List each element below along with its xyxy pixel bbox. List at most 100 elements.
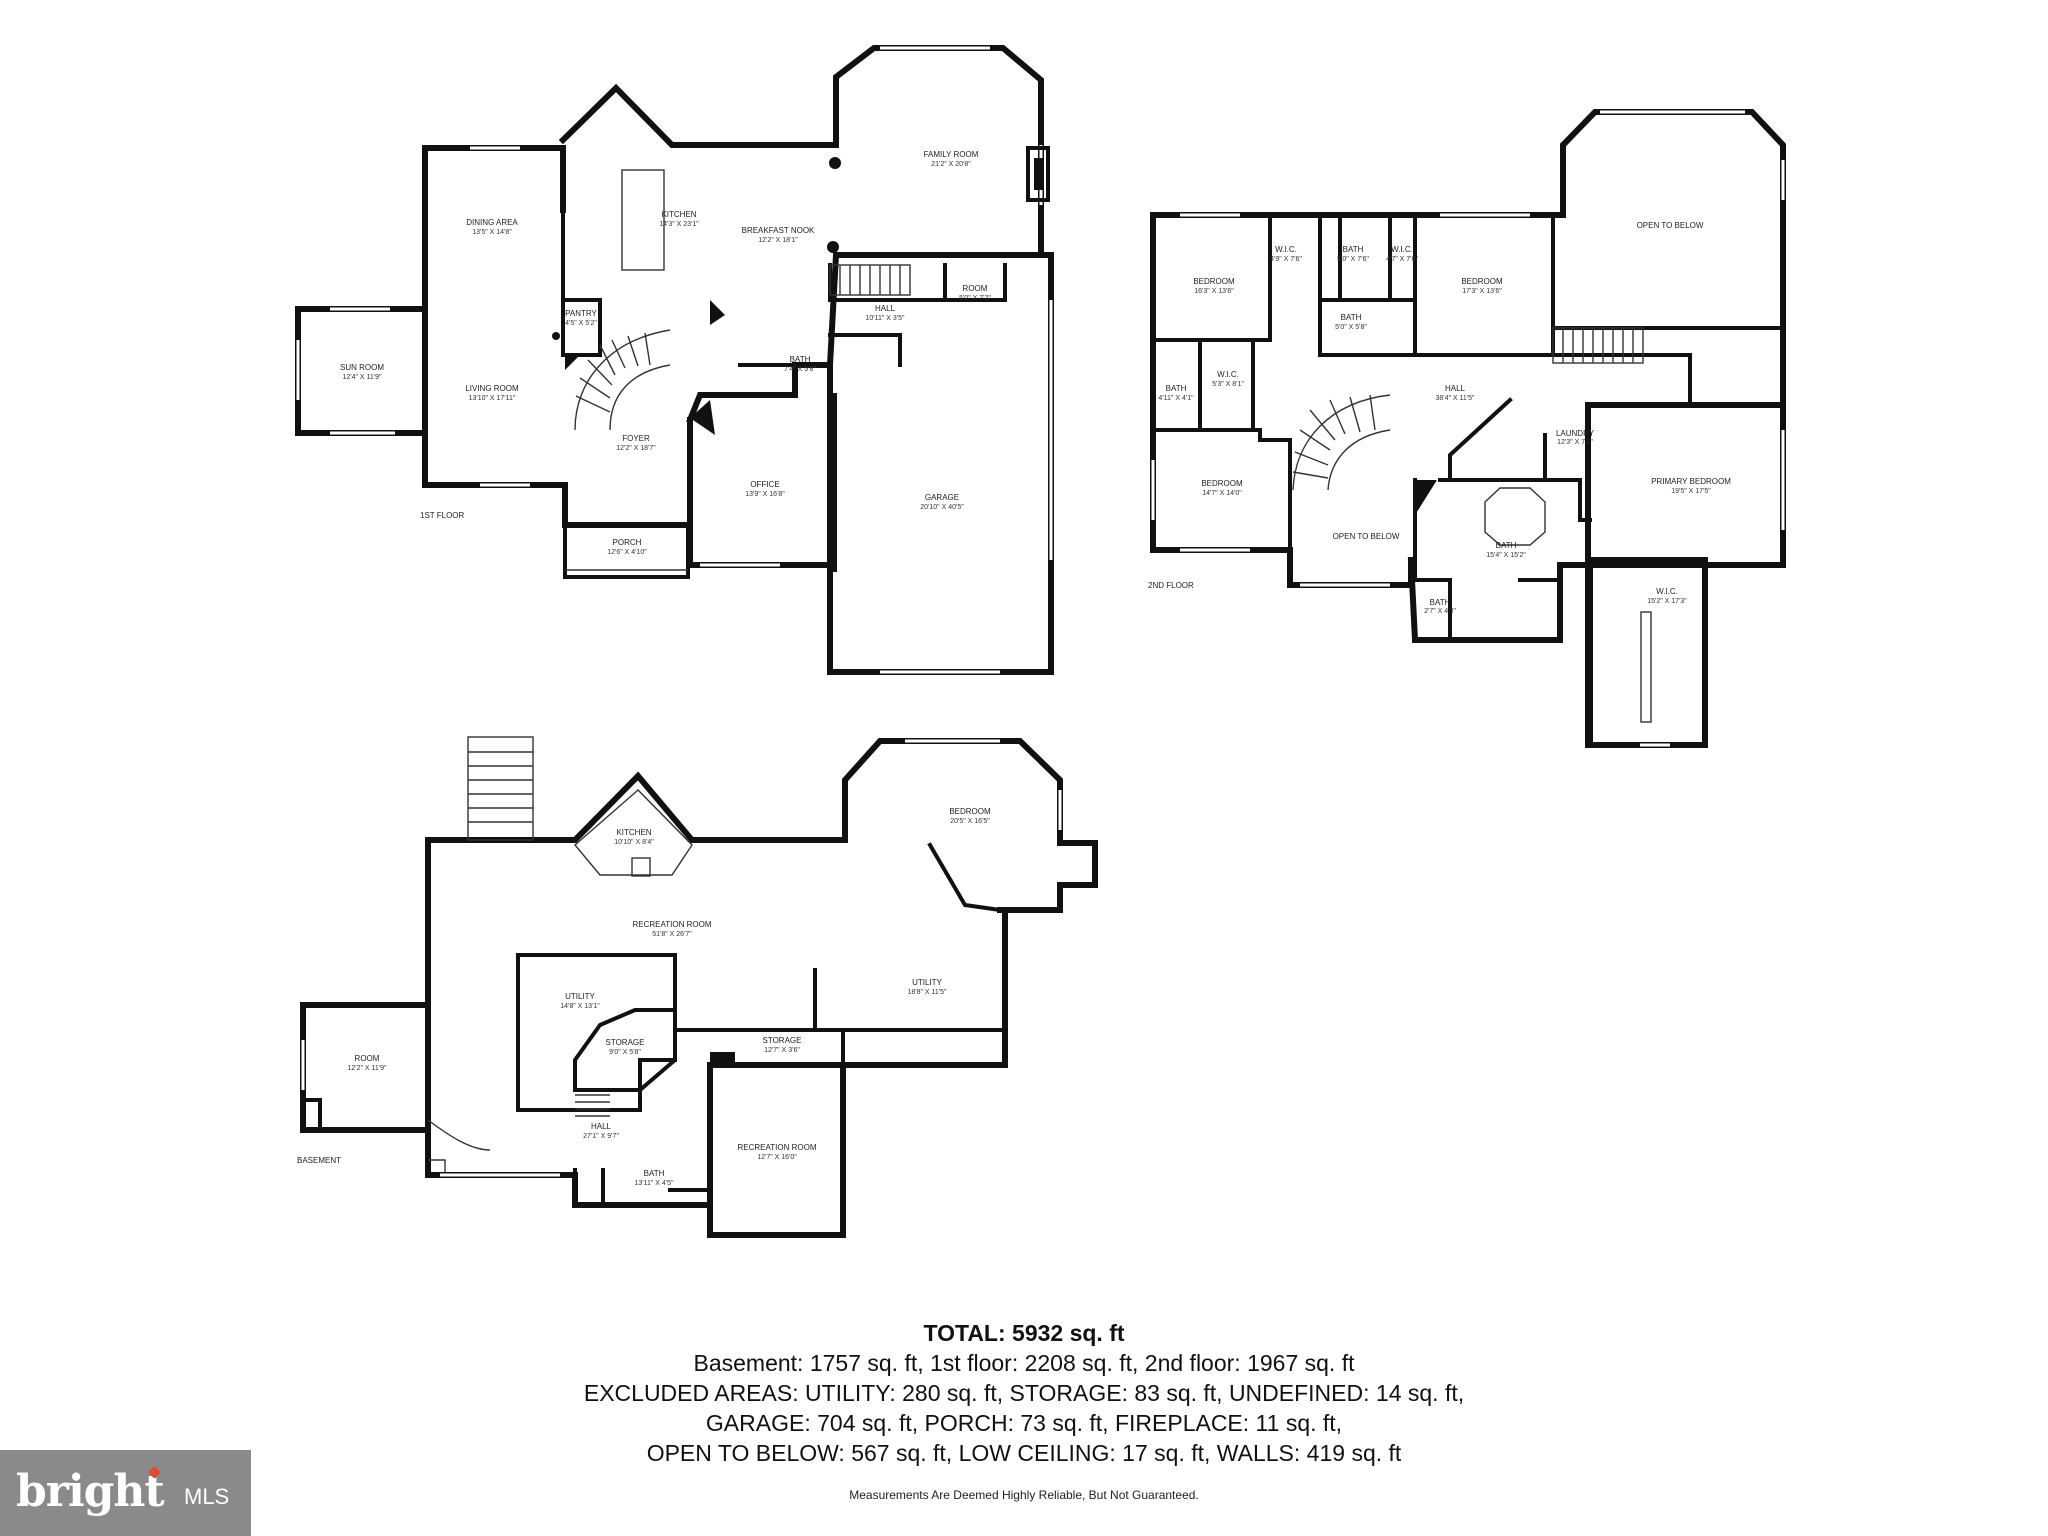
area-summary: TOTAL: 5932 sq. ft Basement: 1757 sq. ft… bbox=[0, 1318, 2048, 1468]
room-label: BATH bbox=[1341, 313, 1362, 322]
room-dim: 13'11" X 4'5" bbox=[634, 1180, 674, 1187]
room-dim: 4'11" X 4'1" bbox=[1158, 395, 1194, 402]
room-dim: 51'8" X 26'7" bbox=[652, 931, 692, 938]
first-floor-labels: FAMILY ROOM 21'2" X 20'8" KITCHEN 14'3" … bbox=[340, 150, 991, 556]
excluded-areas-line-1: EXCLUDED AREAS: UTILITY: 280 sq. ft, STO… bbox=[583, 1380, 1465, 1406]
room-dim: 10'11" X 3'5" bbox=[865, 315, 905, 322]
basement-plan bbox=[300, 736, 1098, 1238]
total-area: TOTAL: 5932 sq. ft bbox=[923, 1320, 1125, 1346]
room-label: BATH bbox=[644, 1169, 665, 1178]
room-dim: 5'0" X 7'6" bbox=[1337, 256, 1369, 263]
excluded-areas-line-3: OPEN TO BELOW: 567 sq. ft, LOW CEILING: … bbox=[646, 1440, 1402, 1466]
room-dim: 12'3" X 7'1" bbox=[1557, 439, 1593, 446]
room-dim: 14'8" X 13'1" bbox=[560, 1003, 600, 1010]
room-dim: 14'7" X 14'0" bbox=[1202, 490, 1242, 497]
room-label: RECREATION ROOM bbox=[633, 920, 712, 929]
room-dim: 12'2" X 18'1" bbox=[758, 237, 798, 244]
floor-label-first: 1ST FLOOR bbox=[420, 511, 465, 520]
room-label: ROOM bbox=[355, 1054, 380, 1063]
room-label: FAMILY ROOM bbox=[924, 150, 979, 159]
room-dim: 12'2" X 18'7" bbox=[616, 445, 656, 452]
disclaimer: Measurements Are Deemed Highly Reliable,… bbox=[849, 1488, 1199, 1502]
room-dim: 12'4" X 11'9" bbox=[342, 374, 382, 381]
room-label: BATH bbox=[1496, 541, 1517, 550]
room-label: BEDROOM bbox=[949, 807, 991, 816]
room-dim: 9'0" X 5'8" bbox=[609, 1049, 641, 1056]
logo-brand: bright bbox=[16, 1466, 165, 1517]
room-dim: 17'3" X 13'6" bbox=[1462, 288, 1502, 295]
floor-label-second: 2ND FLOOR bbox=[1148, 581, 1194, 590]
room-label: KITCHEN bbox=[616, 828, 651, 837]
room-dim: 20'5" X 16'5" bbox=[950, 818, 990, 825]
room-dim: 20'10" X 40'5" bbox=[920, 504, 964, 511]
room-label: UTILITY bbox=[565, 992, 595, 1001]
room-dim: 4'7" X 7'6" bbox=[1386, 256, 1418, 263]
room-label: W.I.C. bbox=[1275, 245, 1297, 254]
room-label: BEDROOM bbox=[1193, 277, 1235, 286]
room-dim: 13'10" X 17'11" bbox=[469, 395, 516, 402]
room-label: PANTRY bbox=[565, 309, 597, 318]
second-floor-labels: OPEN TO BELOW BEDROOM 16'3" X 13'6" W.I.… bbox=[1148, 221, 1731, 615]
room-label: RECREATION ROOM bbox=[738, 1143, 817, 1152]
room-label: W.I.C. bbox=[1217, 370, 1239, 379]
room-label: W.I.C. bbox=[1391, 245, 1413, 254]
room-label: GARAGE bbox=[925, 493, 959, 502]
room-label: BATH bbox=[790, 355, 811, 364]
floor-breakdown: Basement: 1757 sq. ft, 1st floor: 2208 s… bbox=[693, 1350, 1355, 1376]
second-floor-plan bbox=[1150, 109, 1786, 748]
room-dim: 21'2" X 20'8" bbox=[931, 161, 971, 168]
room-label: BATH bbox=[1430, 598, 1451, 607]
room-dim: 19'5" X 17'5" bbox=[1671, 488, 1711, 495]
room-dim: 18'8" X 11'5" bbox=[907, 989, 947, 996]
room-dim: 16'3" X 13'6" bbox=[1194, 288, 1234, 295]
basement-labels: KITCHEN 10'10" X 8'4" BEDROOM 20'5" X 16… bbox=[297, 807, 991, 1187]
room-dim: 5'0" X 5'8" bbox=[1335, 324, 1367, 331]
room-dim: 38'4" X 11'5" bbox=[1435, 395, 1475, 402]
bright-mls-logo: bright MLS bbox=[0, 1450, 251, 1536]
room-label: STORAGE bbox=[763, 1036, 802, 1045]
room-label: BEDROOM bbox=[1461, 277, 1503, 286]
room-label: PRIMARY BEDROOM bbox=[1651, 477, 1731, 486]
room-label: SUN ROOM bbox=[340, 363, 384, 372]
excluded-areas-line-2: GARAGE: 704 sq. ft, PORCH: 73 sq. ft, FI… bbox=[705, 1410, 1343, 1436]
room-dim: 15'2" X 17'3" bbox=[1647, 598, 1687, 605]
room-label: BATH bbox=[1343, 245, 1364, 254]
room-dim: 4'5" X 5'2" bbox=[565, 320, 597, 327]
room-label: PORCH bbox=[613, 538, 642, 547]
room-label: LAUNDRY bbox=[1556, 429, 1595, 438]
floor-label-basement: BASEMENT bbox=[297, 1156, 341, 1165]
room-dim: 5'0" X 7'2" bbox=[959, 295, 991, 302]
room-label: ROOM bbox=[963, 284, 988, 293]
room-label: DINING AREA bbox=[466, 218, 518, 227]
room-label: BREAKFAST NOOK bbox=[742, 226, 815, 235]
room-dim: 4'9" X 7'6" bbox=[1270, 256, 1302, 263]
room-dim: 27'1" X 9'7" bbox=[583, 1133, 619, 1140]
room-dim: 12'7" X 3'6" bbox=[764, 1047, 800, 1054]
room-dim: 13'5" X 14'8" bbox=[472, 229, 512, 236]
room-dim: 14'3" X 23'1" bbox=[659, 221, 699, 228]
room-label: HALL bbox=[875, 304, 896, 313]
room-label: OFFICE bbox=[750, 480, 779, 489]
room-dim: 12'2" X 11'9" bbox=[347, 1065, 387, 1072]
room-dim: 15'4" X 15'2" bbox=[1486, 552, 1526, 559]
room-label: W.I.C. bbox=[1656, 587, 1678, 596]
room-label: HALL bbox=[591, 1122, 612, 1131]
room-label: KITCHEN bbox=[661, 210, 696, 219]
room-label: STORAGE bbox=[606, 1038, 645, 1047]
room-dim: 13'9" X 16'8" bbox=[745, 491, 785, 498]
room-dim: 7'4" X 5'8" bbox=[784, 366, 816, 373]
first-floor-plan bbox=[295, 45, 1054, 675]
room-label: UTILITY bbox=[912, 978, 942, 987]
room-dim: 12'7" X 16'0" bbox=[757, 1154, 797, 1161]
room-label: OPEN TO BELOW bbox=[1637, 221, 1704, 230]
room-dim: 2'7" X 4'3" bbox=[1424, 608, 1456, 615]
room-label: BATH bbox=[1166, 384, 1187, 393]
room-label: OPEN TO BELOW bbox=[1333, 532, 1400, 541]
room-dim: 5'3" X 8'1" bbox=[1212, 381, 1244, 388]
room-label: FOYER bbox=[622, 434, 650, 443]
room-label: LIVING ROOM bbox=[465, 384, 519, 393]
logo-suffix: MLS bbox=[184, 1484, 230, 1509]
room-dim: 10'10" X 8'4" bbox=[614, 839, 654, 846]
room-label: HALL bbox=[1445, 384, 1466, 393]
